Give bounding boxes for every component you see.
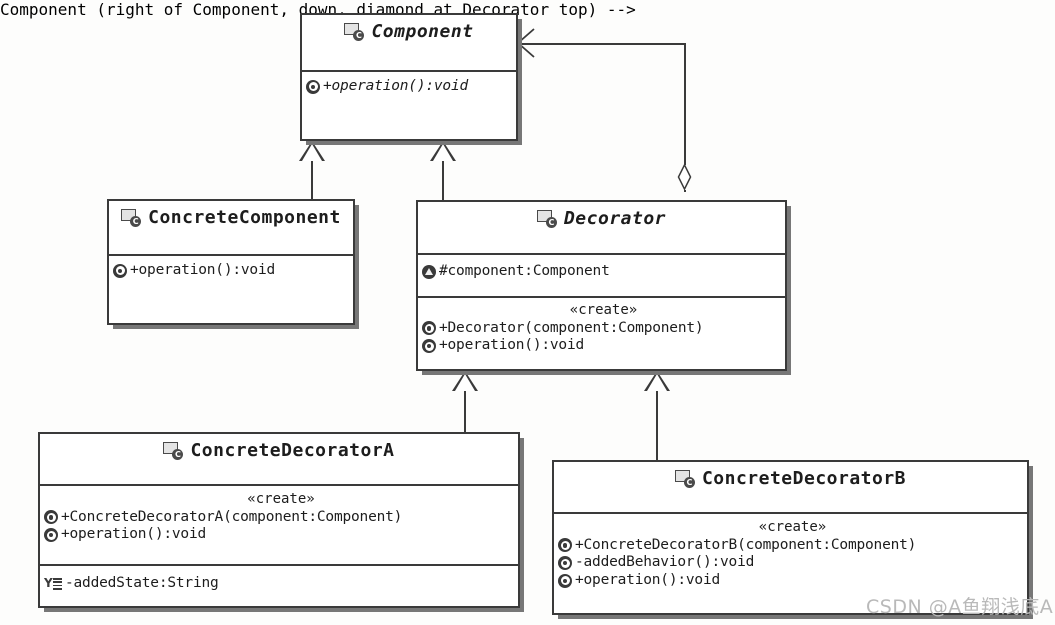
method-icon [558, 573, 572, 588]
aggregation-arrowhead-icon [517, 28, 535, 58]
class-methods-concretedecoratorb: «create» +ConcreteDecoratorB(component:C… [554, 512, 1027, 613]
class-name-component: Component [371, 21, 474, 42]
member-row[interactable]: +operation():void [113, 262, 349, 280]
method-icon [44, 510, 58, 525]
class-header-concretedecoratora: C ConcreteDecoratorA [40, 434, 518, 484]
member-signature: -addedState:String [65, 575, 219, 591]
stereotype-label: «create» [247, 491, 315, 507]
class-methods-concretecomponent: +operation():void [109, 254, 353, 323]
class-methods-concretedecoratora: «create» +ConcreteDecoratorA(component:C… [40, 484, 518, 564]
generalization-line-concretedecoratora [464, 390, 466, 433]
member-row[interactable]: +operation():void [422, 337, 781, 355]
method-icon [422, 321, 436, 336]
member-signature: +operation():void [575, 571, 721, 588]
method-icon [558, 556, 572, 571]
class-name-concretedecoratorb: ConcreteDecoratorB [701, 468, 907, 489]
class-header-concretedecoratorb: C ConcreteDecoratorB [554, 462, 1027, 512]
method-icon [306, 79, 320, 94]
protected-attribute-icon [422, 264, 436, 279]
generalization-arrow-concretedecoratorb [644, 371, 670, 391]
member-signature: +Decorator(component:Component) [439, 319, 704, 336]
class-methods-decorator: «create» +Decorator(component:Component)… [418, 296, 785, 369]
class-icon: C [121, 209, 143, 228]
member-signature: +operation():void [439, 337, 585, 354]
member-signature: #component:Component [439, 263, 610, 279]
class-header-decorator: C Decorator [418, 202, 785, 253]
class-header-component: C Component [302, 15, 516, 70]
class-box-concretedecoratora[interactable]: C ConcreteDecoratorA «create» +ConcreteD… [38, 432, 520, 608]
class-icon: C [674, 470, 697, 489]
aggregation-line-horizontal-top [518, 43, 686, 45]
aggregation-line-vertical [684, 43, 686, 165]
member-row[interactable]: #component:Component [422, 263, 781, 281]
member-signature: +ConcreteDecoratorB(component:Component) [575, 536, 917, 553]
class-name-concretecomponent: ConcreteComponent [148, 207, 341, 228]
member-row[interactable]: -addedBehavior():void [558, 554, 1023, 572]
method-icon [113, 263, 127, 278]
member-signature: +operation():void [61, 526, 207, 543]
generalization-arrow-concretecomponent [299, 141, 325, 161]
class-icon: C [344, 23, 366, 42]
generalization-arrow-decorator [430, 141, 456, 161]
member-row[interactable]: +operation():void [306, 78, 512, 96]
class-icon: C [536, 210, 559, 229]
member-signature: +ConcreteDecoratorA(component:Component) [61, 508, 403, 525]
member-row[interactable]: Y -addedState:String [44, 575, 514, 593]
member-signature: +operation():void [323, 78, 469, 94]
stereotype-label: «create» [758, 519, 827, 535]
member-row[interactable]: +ConcreteDecoratorA(component:Component) [44, 509, 514, 527]
aggregation-diamond-icon [677, 164, 692, 190]
class-methods-component: +operation():void [302, 70, 516, 139]
class-name-concretedecoratora: ConcreteDecoratorA [190, 440, 395, 461]
generalization-line-concretedecoratorb [656, 390, 658, 461]
class-fields-concretedecoratora: Y -addedState:String [40, 564, 518, 606]
class-box-decorator[interactable]: C Decorator #component:Component «create… [416, 200, 787, 371]
member-row[interactable]: +ConcreteDecoratorB(component:Component) [558, 537, 1023, 555]
class-name-decorator: Decorator [563, 208, 667, 229]
member-row[interactable]: +operation():void [44, 526, 514, 544]
method-icon [44, 528, 58, 543]
generalization-line-concretecomponent [311, 160, 313, 200]
watermark-text: CSDN @A鱼翔浅底A [866, 596, 1054, 618]
generalization-arrow-concretedecoratora [452, 371, 478, 391]
method-icon [558, 538, 572, 553]
field-icon: Y [44, 576, 62, 591]
method-icon [422, 339, 436, 354]
member-signature: -addedBehavior():void [575, 554, 755, 571]
aggregation-line-horizontal-bottom [684, 190, 686, 192]
class-box-concretedecoratorb[interactable]: C ConcreteDecoratorB «create» +ConcreteD… [552, 460, 1029, 615]
member-row[interactable]: +operation():void [558, 572, 1023, 590]
member-row[interactable]: +Decorator(component:Component) [422, 320, 781, 338]
generalization-line-decorator [442, 160, 444, 201]
stereotype-label: «create» [569, 302, 638, 318]
class-attributes-decorator: #component:Component [418, 253, 785, 296]
class-box-component[interactable]: C Component +operation():void [300, 13, 518, 141]
class-header-concretecomponent: C ConcreteComponent [109, 201, 353, 254]
member-signature: +operation():void [130, 262, 276, 278]
class-icon: C [163, 442, 185, 461]
class-box-concretecomponent[interactable]: C ConcreteComponent +operation():void [107, 199, 355, 325]
